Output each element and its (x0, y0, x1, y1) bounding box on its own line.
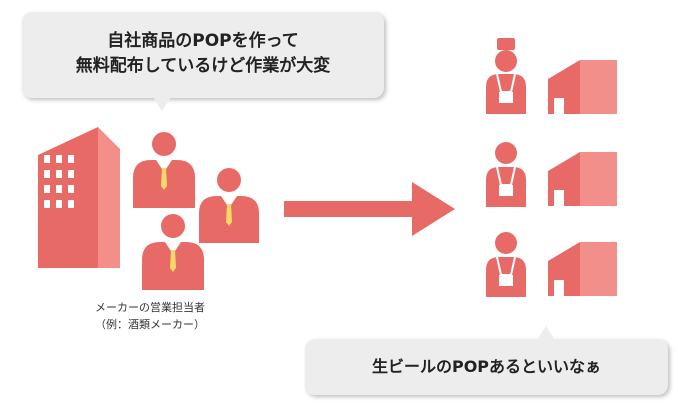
maker-speech-bubble: 自社商品のPOPを作って 無料配布しているけど作業が大変 (22, 12, 384, 111)
shop-icon (548, 242, 617, 296)
maker-speech-line-2: 無料配布しているけど作業が大変 (75, 56, 331, 76)
shop-speech-text: 生ビールのPOPあるといいなぁ (371, 357, 602, 376)
maker-caption-line-2: （例：酒類メーカー） (95, 318, 205, 331)
maker-caption: メーカーの営業担当者 （例：酒類メーカー） (60, 299, 240, 333)
maker-speech-line-1: 自社商品のPOPを作って (107, 31, 299, 51)
speech-bubble-tail (537, 326, 555, 340)
shop-owner-icon (486, 142, 526, 207)
shop-owner-icon (486, 38, 526, 114)
company-building-icon (38, 127, 120, 268)
maker-caption-line-1: メーカーの営業担当者 (95, 301, 205, 314)
flow-arrow-icon (284, 182, 455, 236)
shop-owner-icon (486, 232, 526, 297)
salesperson-icon (133, 132, 195, 208)
shop-icon (548, 60, 617, 114)
salesperson-icon (142, 214, 204, 290)
speech-bubble-tail (153, 97, 171, 111)
salesperson-icon (199, 168, 259, 243)
shop-icon (548, 152, 617, 206)
shop-speech-bubble: 生ビールのPOPあるといいなぁ (305, 326, 668, 395)
